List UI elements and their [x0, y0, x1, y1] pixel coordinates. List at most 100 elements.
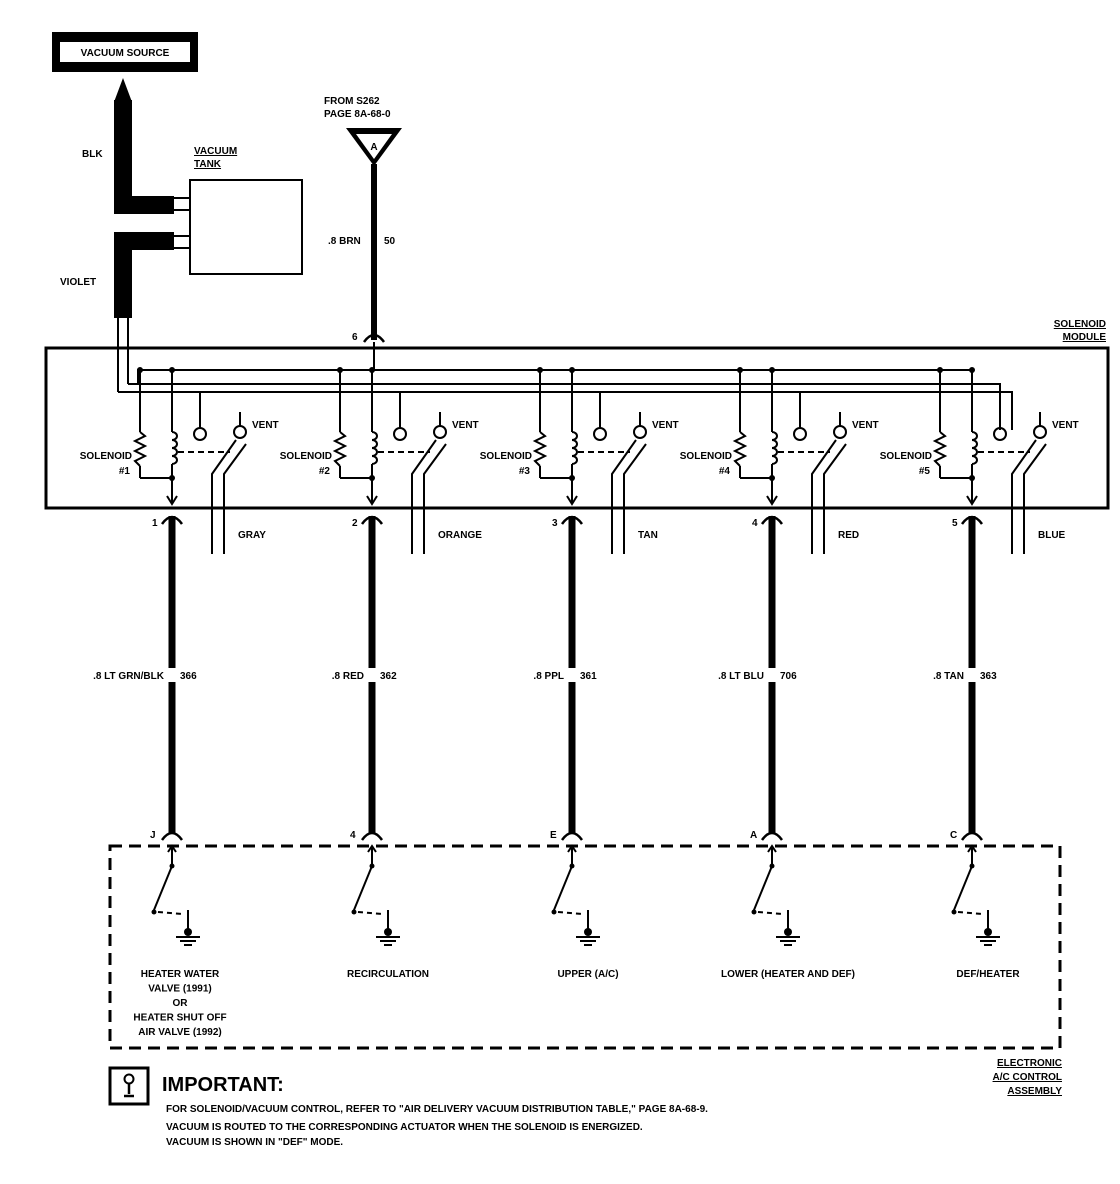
vacuum-source-box: VACUUM SOURCE — [52, 32, 198, 72]
vent-label: VENT — [852, 420, 879, 431]
switch-dash — [557, 911, 583, 915]
resistor-icon — [732, 431, 748, 467]
switch-contact — [951, 909, 957, 915]
solenoid-label: SOLENOID — [280, 451, 332, 462]
coil-icon — [371, 431, 378, 465]
coil-icon — [571, 431, 578, 465]
wire-label-gap — [766, 668, 778, 682]
output-arrow-icon — [966, 495, 978, 506]
vacuum-tank-label-1: VACUUM — [194, 146, 237, 157]
coil-junction — [769, 475, 775, 481]
wire-label-gap — [366, 668, 378, 682]
control-assembly-box — [108, 844, 1062, 1050]
resistor-icon — [132, 431, 148, 467]
resistor-icon — [932, 431, 948, 467]
module-pin-label: 3 — [552, 518, 558, 529]
switch-arrow-icon — [767, 844, 777, 853]
solenoid-number: #2 — [319, 466, 331, 477]
coil-icon — [771, 431, 778, 465]
function-label: HEATER SHUT OFF — [133, 1013, 226, 1024]
vacuum-arrow-icon — [114, 78, 132, 102]
switch-blade — [353, 865, 373, 911]
switch-blade — [753, 865, 773, 911]
vacuum-port-icon — [993, 427, 1007, 441]
vacuum-port-icon — [193, 427, 207, 441]
control-pin-connector — [960, 831, 984, 841]
valve-blade — [1011, 439, 1047, 510]
vent-port-icon — [233, 425, 247, 439]
switch-contact — [351, 909, 357, 915]
wire-color-label: .8 PPL — [533, 671, 564, 682]
switch-contact — [551, 909, 557, 915]
wire-circuit-label: 366 — [180, 671, 197, 682]
output-arrow-icon — [166, 495, 178, 506]
violet-label: VIOLET — [60, 277, 96, 288]
valve-blade — [411, 439, 447, 510]
switch-contact — [751, 909, 757, 915]
solenoid-label: SOLENOID — [80, 451, 132, 462]
switch-blade — [553, 865, 573, 911]
control-assembly-label-3: ASSEMBLY — [1007, 1086, 1062, 1097]
output-arrow-icon — [566, 495, 578, 506]
coil-junction — [369, 475, 375, 481]
wire-circuit-label: 362 — [380, 671, 397, 682]
coil-junction — [969, 475, 975, 481]
wire-label-gap — [966, 668, 978, 682]
control-pin-connector — [760, 831, 784, 841]
vacuum-port-icon — [593, 427, 607, 441]
coil-icon — [171, 431, 178, 465]
vent-label: VENT — [252, 420, 279, 431]
wire-circuit-label: 363 — [980, 671, 997, 682]
hose-color-label: ORANGE — [438, 530, 482, 541]
valve-blade — [611, 439, 647, 510]
blk-hose — [114, 100, 174, 214]
splice-connector-label: A — [370, 142, 377, 153]
output-arrow-icon — [766, 495, 778, 506]
hose-color-label: BLUE — [1038, 530, 1066, 541]
control-pin-label: E — [550, 830, 557, 841]
important-note-1: FOR SOLENOID/VACUUM CONTROL, REFER TO "A… — [166, 1104, 708, 1115]
vent-label: VENT — [652, 420, 679, 431]
function-label: AIR VALVE (1992) — [138, 1027, 222, 1038]
output-arrow-icon — [366, 495, 378, 506]
switch-arrow-icon — [167, 844, 177, 853]
hose-color-label: GRAY — [238, 530, 266, 541]
wire-color-label: .8 TAN — [933, 671, 964, 682]
vacuum-port-icon — [393, 427, 407, 441]
wire-color-label: .8 LT GRN/BLK — [93, 671, 165, 682]
hose-color-label: TAN — [638, 530, 658, 541]
module-label-2: MODULE — [1063, 332, 1107, 343]
violet-hose — [114, 232, 174, 392]
function-label: RECIRCULATION — [347, 969, 429, 980]
module-label-1: SOLENOID — [1054, 319, 1106, 330]
vacuum-port-icon — [793, 427, 807, 441]
vacuum-tank — [174, 179, 303, 275]
vent-port-icon — [1033, 425, 1047, 439]
coil-icon — [971, 431, 978, 465]
control-pin-connector — [160, 831, 184, 841]
valve-blade — [811, 439, 847, 510]
ground-node — [184, 928, 192, 936]
solenoid-label: SOLENOID — [680, 451, 732, 462]
feed-pin-label: 6 — [352, 332, 358, 343]
important-note-2: VACUUM IS ROUTED TO THE CORRESPONDING AC… — [166, 1122, 643, 1133]
wire-circuit-label: 361 — [580, 671, 597, 682]
switch-contact — [151, 909, 157, 915]
control-pin-label: C — [950, 830, 957, 841]
function-label: LOWER (HEATER AND DEF) — [721, 969, 855, 980]
wire-circuit-label: 706 — [780, 671, 797, 682]
control-pin-label: 4 — [350, 830, 356, 841]
coil-junction — [569, 475, 575, 481]
switch-blade — [953, 865, 973, 911]
control-pin-label: A — [750, 830, 757, 841]
function-label: HEATER WATER — [141, 969, 220, 980]
wire-color-label: .8 RED — [332, 671, 364, 682]
switch-arrow-icon — [967, 844, 977, 853]
coil-junction — [169, 475, 175, 481]
resistor-icon — [332, 431, 348, 467]
wire-label-gap — [166, 668, 178, 682]
solenoid-label: SOLENOID — [480, 451, 532, 462]
solenoid-number: #3 — [519, 466, 531, 477]
